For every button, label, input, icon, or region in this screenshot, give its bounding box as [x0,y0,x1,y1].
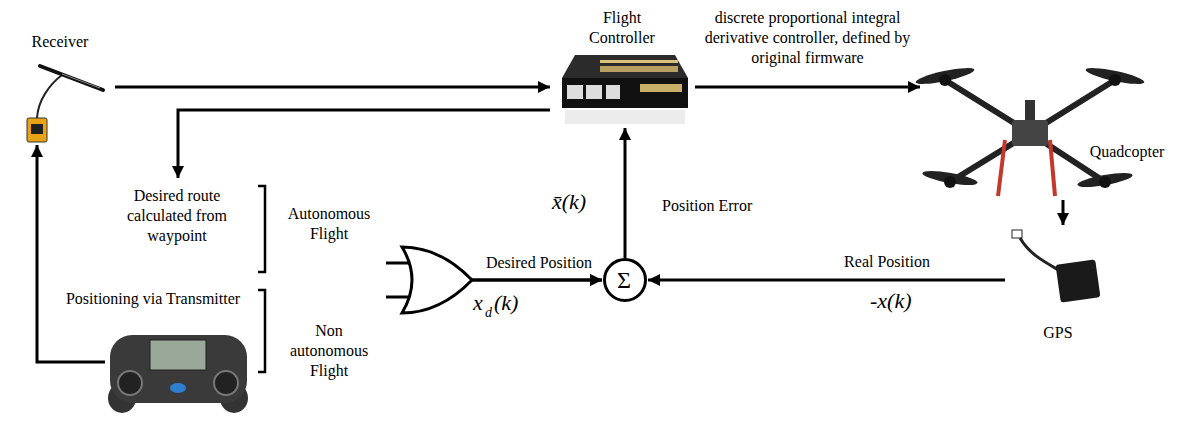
node-title: Quadcopter [1085,142,1169,162]
signal-arrow [648,279,1005,282]
flight-controller-node: Flight Controller [550,5,695,128]
edge-label: discrete proportional integral derivativ… [683,8,932,68]
signal-arrow [37,145,105,362]
gps-node: GPS [1005,225,1110,345]
signal-label: d [483,305,494,320]
signal-arrow [624,128,627,258]
bracket [258,186,265,272]
mode-label: Autonomous Flight [275,204,383,244]
flight-controller-illustration [562,55,688,124]
signal-arrow [695,86,920,89]
node-title: Flight Controller [577,8,667,48]
quadcopter-node: Quadcopter [920,58,1171,200]
signal-label: (k) [492,291,520,315]
bracket [258,290,265,372]
node-title: GPS [1033,323,1083,343]
node-title: Desired route calculated from waypoint [113,186,241,246]
signal-label: Desired Position [481,253,597,273]
node-title: Σ [602,266,646,294]
mode-label: Non autonomous Flight [275,321,383,381]
quadcopter-illustration [915,65,1146,196]
signal-label: x [471,291,485,315]
edge-label: Real Position [830,252,944,272]
route-node: Desired route calculated from waypoint Au… [110,178,386,278]
signal-label: x̄(k) [550,190,588,214]
receiver-node: Receiver [5,30,115,145]
node-title: Positioning via Transmitter [48,289,258,309]
signal-label: -x(k) [868,289,914,313]
signal-arrow [1062,200,1065,225]
signal-arrow [178,110,550,178]
transmitter-node: Positioning via TransmitterNon autonomou… [30,285,386,418]
edge-label: Position Error [660,196,774,216]
node-title: Receiver [25,32,95,52]
receiver-illustration [27,66,103,142]
or-gate [402,247,472,313]
sum-junction: Σ [602,258,648,302]
gps-illustration [1012,230,1100,303]
signal-arrow [115,86,550,89]
transmitter-illustration [108,335,248,413]
